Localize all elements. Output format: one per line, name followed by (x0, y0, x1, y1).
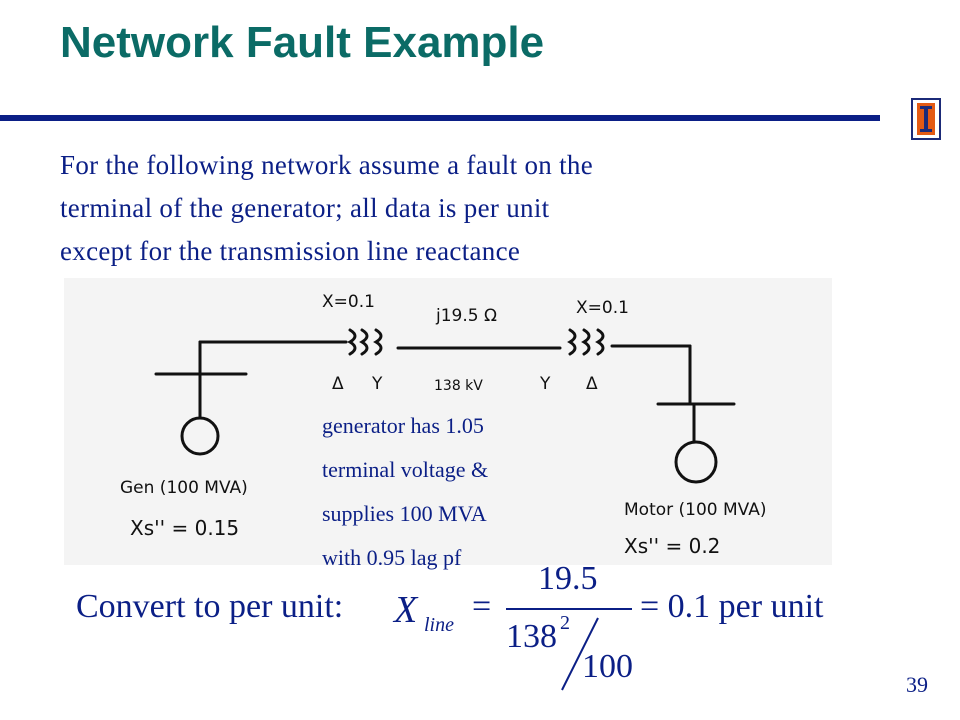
line-voltage-label: 138 kV (434, 378, 483, 394)
left-xfmr-coil-3 (373, 328, 383, 356)
note-line: terminal voltage & (322, 457, 489, 482)
formula-denominator-base: 138 (506, 618, 557, 655)
intro-line: For the following network assume a fault… (60, 150, 593, 180)
left-wye-label: Y (372, 374, 383, 394)
gen-reactance: Xs'' = 0.15 (130, 516, 240, 540)
right-xfmr-coil-1 (567, 328, 577, 356)
note-line: generator has 1.05 (322, 413, 484, 438)
fraction-bar (506, 608, 632, 610)
intro-line: except for the transmission line reactan… (60, 236, 521, 266)
university-logo-icon (911, 98, 941, 140)
one-line-diagram (154, 328, 736, 484)
formula-denominator-div: 100 (582, 648, 633, 685)
logo-bottom-bar (920, 129, 932, 132)
page-number: 39 (906, 672, 928, 697)
formula-prefix: Convert to per unit: (76, 588, 344, 625)
right-xfmr-reactance: X=0.1 (576, 298, 629, 318)
logo-top-bar (920, 106, 932, 109)
note-line: supplies 100 MVA (322, 501, 487, 526)
motor-reactance: Xs'' = 0.2 (624, 534, 721, 558)
left-delta-label: Δ (332, 374, 344, 394)
network-diagram: X=0.1 j19.5 Ω X=0.1 Δ Y 138 kV Y Δ Gen (… (64, 278, 832, 565)
motor-label: Motor (100 MVA) (624, 500, 767, 520)
title-rule (0, 115, 880, 121)
formula-result: = 0.1 per unit (640, 588, 824, 625)
right-wye-label: Y (540, 374, 551, 394)
slide-title: Network Fault Example (60, 18, 545, 67)
formula-subscript: line (424, 614, 454, 636)
intro-paragraph: For the following network assume a fault… (60, 144, 840, 273)
right-delta-label: Δ (586, 374, 598, 394)
left-xfmr-coil-1 (347, 328, 357, 356)
logo-background (917, 103, 935, 135)
generator-symbol (180, 416, 220, 456)
right-xfmr-coil-3 (595, 328, 605, 356)
left-xfmr-coil-2 (359, 328, 369, 356)
intro-line: terminal of the generator; all data is p… (60, 193, 550, 223)
formula-equals: = (472, 588, 492, 625)
line-impedance: j19.5 Ω (436, 306, 497, 326)
right-xfmr-coil-2 (581, 328, 591, 356)
gen-label: Gen (100 MVA) (120, 478, 248, 498)
motor-symbol (674, 440, 718, 484)
note-line: with 0.95 lag pf (322, 545, 462, 570)
generator-note: generator has 1.05 terminal voltage & su… (322, 404, 488, 580)
left-xfmr-reactance: X=0.1 (322, 292, 375, 312)
formula-symbol: X (394, 589, 418, 631)
formula-numerator: 19.5 (538, 560, 598, 597)
logo-stem (924, 109, 928, 129)
per-unit-formula: Convert to per unit: X line = 19.5 138 2… (76, 560, 876, 708)
fraction-slash (561, 617, 599, 691)
formula-denominator-exp: 2 (560, 612, 570, 634)
